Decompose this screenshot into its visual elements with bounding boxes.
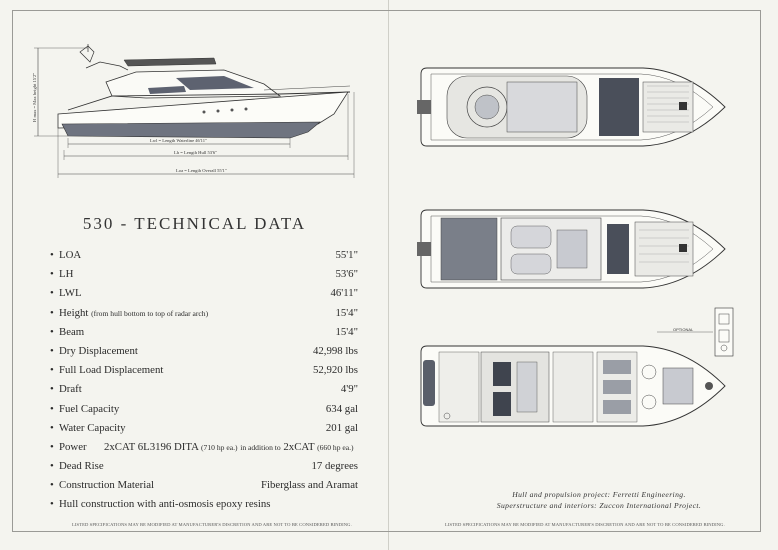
lwl-dimension-label: Lwl = Length Waterline 46'11" [150,138,207,143]
power-joiner: in addition to [240,442,281,452]
spec-row: • Dead Rise 17 degrees [50,457,358,476]
bullet: • [50,498,54,511]
spec-label: Dry Displacement [59,344,138,357]
engine-secondary-note: (660 hp ea.) [317,442,354,452]
loa-dimension-label: Loa = Length Overall 55'1" [176,168,227,173]
bullet: • [50,383,54,396]
spec-label: Dead Rise [59,460,104,473]
spec-row: • Draft 4'9" [50,380,358,399]
spec-label: LOA [59,249,82,261]
flybridge-deck-plan [417,67,726,147]
bullet: • [50,479,54,492]
spec-label: Draft [59,383,82,396]
spec-value: 52,920 lbs [313,364,358,377]
spec-row: • Beam 15'4" [50,323,358,342]
bullet: • [50,421,54,434]
credit-line-hull: Hull and propulsion project: Ferretti En… [512,490,686,499]
spec-label: Beam [59,325,85,338]
spec-value: 17 degrees [311,460,358,473]
spec-row: • Fuel Capacity 634 gal [50,400,358,419]
bullet: • [50,268,54,281]
bullet: • [50,460,54,473]
spec-row: • Construction Material Fiberglass and Ara… [50,476,358,495]
bullet: • [50,364,54,377]
lower-deck-plan: OPTIONAL [420,307,734,427]
spec-label: Hull construction with anti-osmosis epox… [59,498,271,511]
bullet: • [50,287,54,300]
spec-label: Full Load Displacement [59,364,164,377]
spec-list: • LOA 55'1" • LH 53'6" • LWL 46'11" • Height (f… [50,246,358,515]
spec-value: 46'11" [330,287,358,300]
right-footnote: LISTED SPECIFICATIONS MAY BE MODIFIED AT… [445,522,725,527]
spec-row: • Full Load Displacement 52,920 lbs [50,361,358,380]
right-page-frame [389,10,761,532]
spec-value: 4'9" [340,383,358,396]
technical-data-title: 530 - TECHNICAL DATA [82,214,307,233]
engine-primary: 2xCAT 6L3196 DITA [104,440,199,453]
spec-value: 634 gal [325,402,358,415]
left-footnote: LISTED SPECIFICATIONS MAY BE MODIFIED AT… [72,522,352,527]
spec-label: Construction Material [59,479,155,492]
spec-label: Power [59,440,87,453]
spec-label: Fuel Capacity [59,402,120,415]
design-credits: Hull and propulsion project: Ferretti En… [449,489,749,511]
spec-label: LH [59,268,74,281]
spec-value: 201 gal [325,421,358,434]
spec-label: LWL [59,287,82,300]
engine-secondary: 2xCAT [283,440,315,453]
main-deck-plan [417,209,726,289]
spec-label: Water Capacity [59,421,126,434]
spec-value: 55'1" [335,249,358,261]
spec-value: Fiberglass and Aramat [261,479,358,492]
spec-row: • LWL 46'11" [50,284,358,303]
spec-value: 15'4" [335,306,358,319]
spec-row: • LH 53'6" [50,265,358,284]
right-page: OPTIONAL Hull and propulsion project: Fe… [389,0,778,550]
spec-note: (from hull bottom to top of radar arch) [91,308,209,318]
bullet: • [50,249,54,261]
left-page: H max = Max height 15'2" Lwl = Length Wa… [0,0,389,550]
spec-row: • Height (from hull bottom to top of rada… [50,304,358,323]
credit-line-interiors: Superstructure and interiors: Zuccon Int… [496,501,702,510]
engine-primary-note: (710 hp ea.) [201,442,238,452]
bullet: • [50,402,54,415]
bullet: • [50,440,54,453]
spec-row: • LOA 55'1" [50,246,358,265]
lh-dimension-label: Lh = Length Hull 53'6" [174,150,217,155]
bullet: • [50,325,54,338]
spec-row: • Dry Displacement 42,998 lbs [50,342,358,361]
spec-value: 42,998 lbs [313,344,358,357]
power-value: 2xCAT 6L3196 DITA (710 hp ea.) in additi… [104,438,354,457]
optional-label: OPTIONAL [673,327,694,332]
height-dimension-label: H max = Max height 15'2" [32,73,37,122]
bullet: • [50,306,54,319]
spec-row-power: • Power 2xCAT 6L3196 DITA (710 hp ea.) i… [50,438,358,457]
bullet: • [50,344,54,357]
spec-value: 53'6" [335,268,358,281]
yacht-profile-drawing: H max = Max height 15'2" Lwl = Length Wa… [32,44,355,178]
spec-value: 15'4" [335,325,358,338]
spec-row: • Hull construction with anti-osmosis epo… [50,495,358,514]
spec-label: Height [59,306,89,319]
spec-row: • Water Capacity 201 gal [50,419,358,438]
left-page-frame [12,10,389,532]
